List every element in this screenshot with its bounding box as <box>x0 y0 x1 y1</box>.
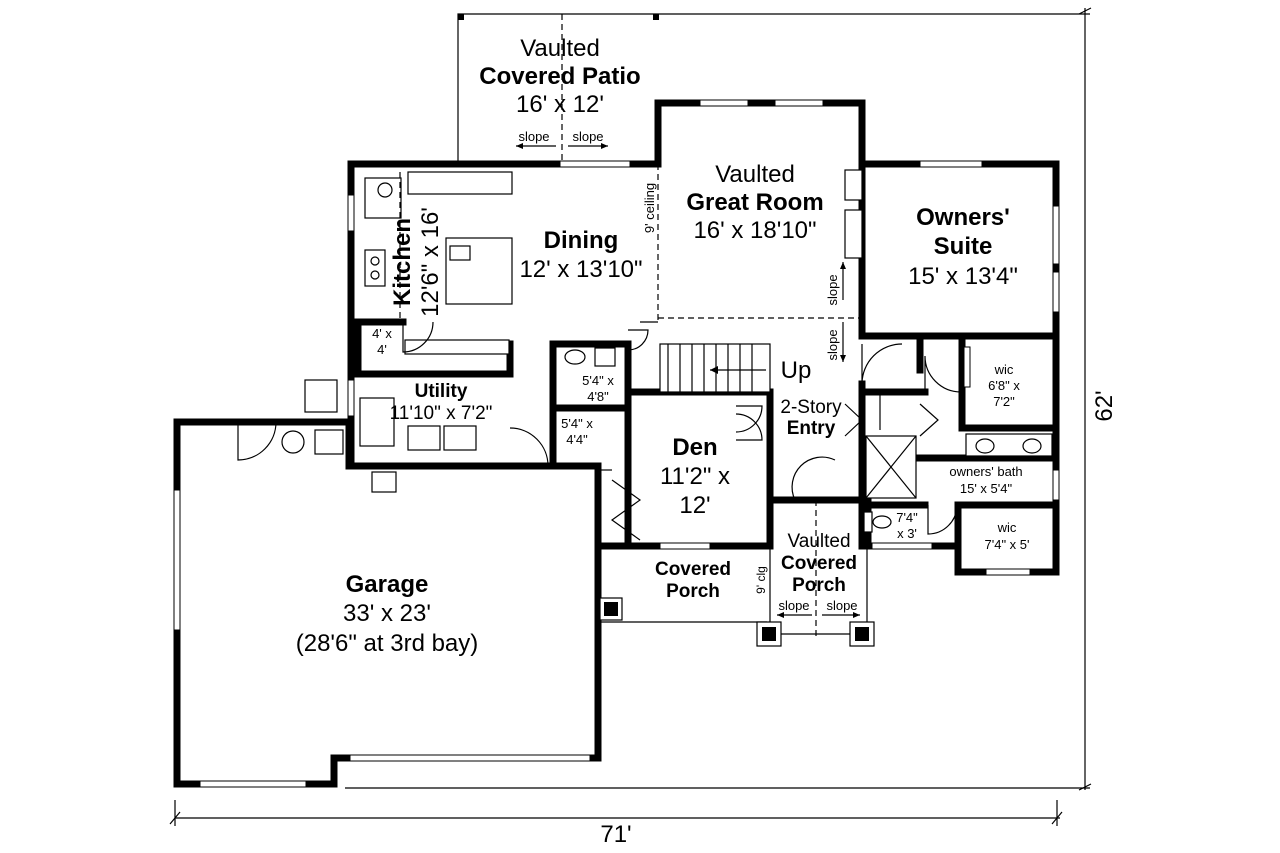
patio-slope-left: slope <box>518 129 549 144</box>
ceiling-lines <box>399 164 862 362</box>
bath-upper-size-2: 4'8" <box>587 389 609 404</box>
covered-porch-label-2: Porch <box>666 581 720 602</box>
covered-porch-label-1: Covered <box>655 559 731 580</box>
patio-size: 16' x 12' <box>516 91 604 118</box>
stairs-up-label: Up <box>781 357 812 384</box>
owners-suite-name-1: Owners' <box>916 204 1010 231</box>
vaulted-porch-label-1: Vaulted <box>787 531 850 552</box>
wc-size-1: 7'4" <box>896 510 918 525</box>
bath-upper-size-1: 5'4" x <box>582 373 614 388</box>
owners-suite-size: 15' x 13'4" <box>908 263 1018 290</box>
vaulted-porch-slope-left: slope <box>778 598 809 613</box>
patio-vaulted-label: Vaulted <box>520 35 600 62</box>
kitchen-fixtures <box>281 171 513 493</box>
owners-bath-size: 15' x 5'4" <box>960 481 1013 496</box>
entry-label-1: 2-Story <box>780 397 842 418</box>
vaulted-porch-label-2: Covered <box>781 553 857 574</box>
room-labels: Vaulted Covered Patio 16' x 12' slope sl… <box>296 35 1118 848</box>
kitchen-size: 12'6" x 16' <box>417 207 444 317</box>
porch-details <box>599 500 875 647</box>
vaulted-porch-slope-right: slope <box>826 598 857 613</box>
wic-lower-name: wic <box>997 520 1017 535</box>
wic-upper-size-1: 6'8" x <box>988 378 1020 393</box>
wic-upper-name: wic <box>994 362 1014 377</box>
dining-size: 12' x 13'10" <box>519 256 642 283</box>
doors <box>237 321 962 541</box>
overall-width-label: 71' <box>600 821 631 848</box>
covered-patio-outline <box>457 13 659 164</box>
bath-fixtures <box>564 169 1053 533</box>
overall-depth-label: 62' <box>1091 390 1118 421</box>
owners-bath-name: owners' bath <box>949 464 1022 479</box>
great-room-slope-down: slope <box>825 329 840 360</box>
den-size-1: 11'2" x <box>660 463 730 490</box>
utility-size: 11'10" x 7'2" <box>390 403 493 424</box>
great-room-vaulted-label: Vaulted <box>715 161 795 188</box>
garage-size: 33' x 23' <box>343 600 431 627</box>
wic-lower-size: 7'4" x 5' <box>985 537 1030 552</box>
closet-lower-size-1: 5'4" x <box>561 416 593 431</box>
dimension-lines <box>169 7 1092 826</box>
great-room-slope-up: slope <box>825 274 840 305</box>
stairs <box>659 343 771 393</box>
den-size-2: 12' <box>679 492 710 519</box>
great-room-size: 16' x 18'10" <box>693 217 816 244</box>
vaulted-porch-label-3: Porch <box>792 575 846 596</box>
patio-name: Covered Patio <box>479 63 640 90</box>
great-room-name: Great Room <box>686 189 823 216</box>
pantry-size-2: 4' <box>377 342 387 357</box>
dining-name: Dining <box>544 227 619 254</box>
owners-suite-name-2: Suite <box>934 233 993 260</box>
utility-name: Utility <box>415 381 468 402</box>
vaulted-porch-clg-note: 9' clg <box>754 566 768 594</box>
closet-lower-size-2: 4'4" <box>566 432 588 447</box>
patio-slope-right: slope <box>572 129 603 144</box>
great-room-ceiling-note: 9' ceiling <box>642 183 657 233</box>
entry-label-2: Entry <box>787 418 836 439</box>
garage-name: Garage <box>346 571 429 598</box>
pantry-size-1: 4' x <box>372 326 392 341</box>
garage-note: (28'6" at 3rd bay) <box>296 630 479 657</box>
wic-upper-size-2: 7'2" <box>993 394 1015 409</box>
wc-size-2: x 3' <box>897 526 917 541</box>
windows <box>173 99 1060 788</box>
den-name: Den <box>672 434 717 461</box>
kitchen-name: Kitchen <box>389 218 416 306</box>
